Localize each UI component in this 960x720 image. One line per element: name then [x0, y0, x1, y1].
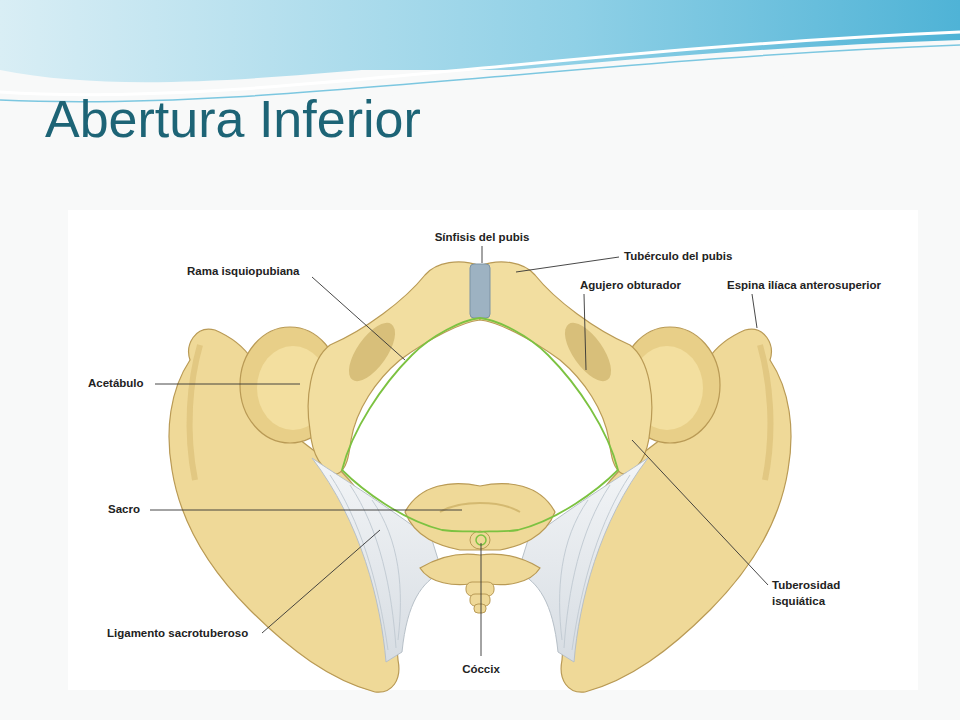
anatomy-label: Tuberosidad isquiática: [772, 578, 852, 609]
anatomy-label: Agujero obturador: [580, 278, 681, 294]
anatomy-label: Tubérculo del pubis: [624, 249, 732, 265]
anatomy-label: Sínfisis del pubis: [435, 230, 530, 246]
anatomy-label: Sacro: [108, 502, 140, 518]
anatomy-label: Rama isquiopubiana: [187, 264, 299, 280]
anatomy-label: Cóccix: [462, 662, 500, 678]
anatomy-label: Espina ilíaca anterosuperior: [727, 278, 881, 294]
anatomy-label: Ligamento sacrotuberoso: [107, 626, 248, 642]
anatomy-label: Acetábulo: [88, 376, 144, 392]
slide-title: Abertura Inferior: [45, 90, 421, 150]
